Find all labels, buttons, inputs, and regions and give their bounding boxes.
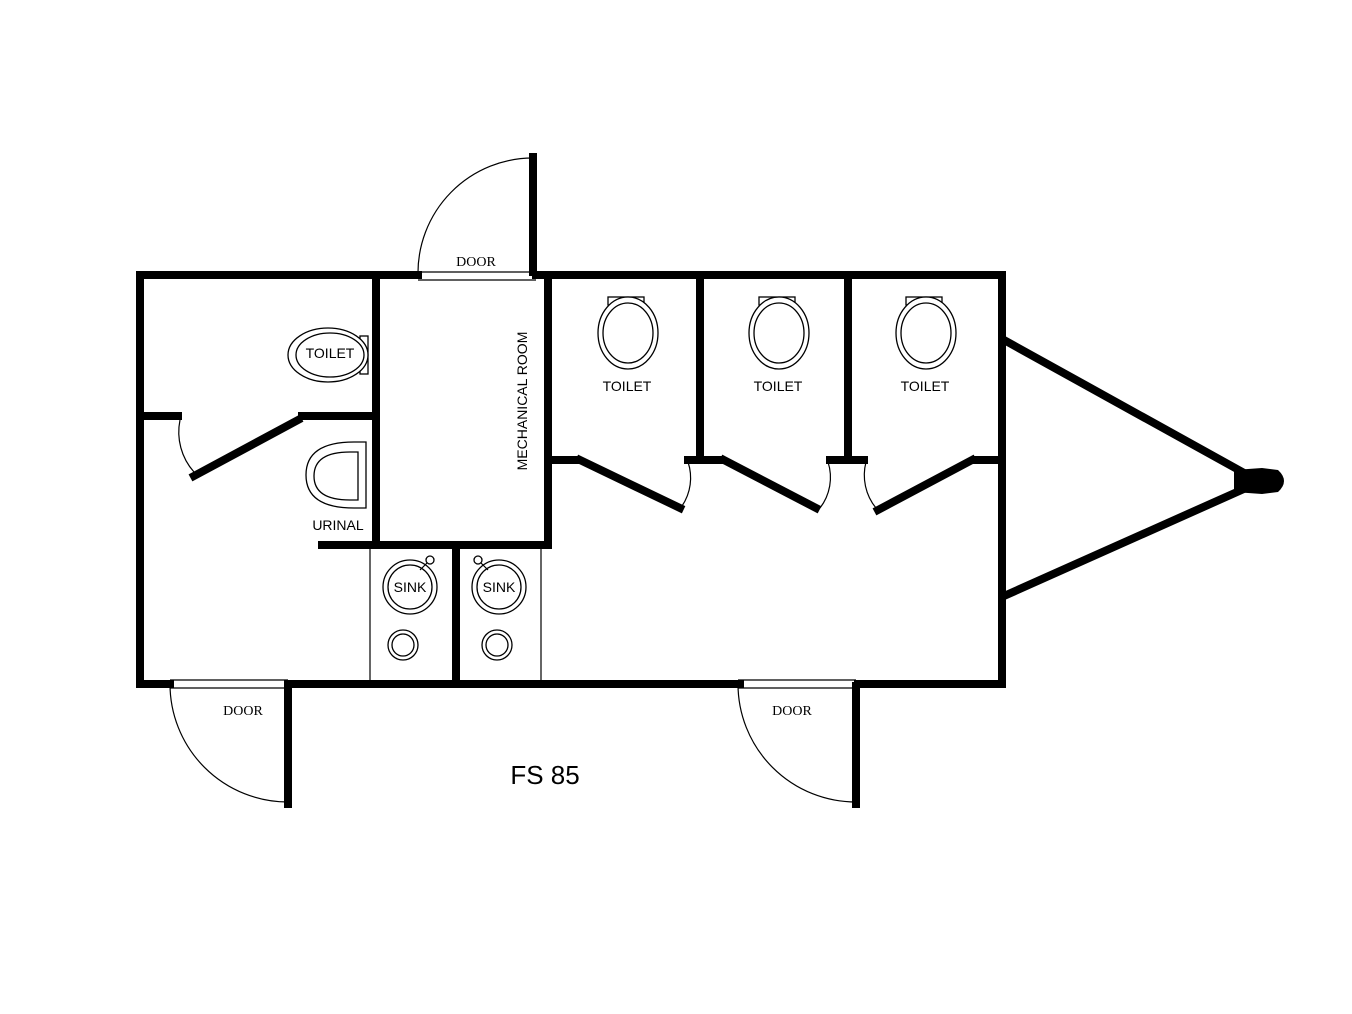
- sink-icon: [471, 555, 527, 661]
- stall-1-door[interactable]: [574, 454, 692, 514]
- sink-counter: [369, 549, 542, 680]
- sink-icon: [382, 555, 438, 661]
- hitch-coupler: [1234, 468, 1284, 494]
- toilet-label-stall-3: TOILET: [901, 378, 950, 394]
- toilet-room-door[interactable]: [178, 414, 304, 482]
- model-title: FS 85: [510, 760, 579, 790]
- urinal-label: URINAL: [312, 517, 364, 533]
- stall-3-door[interactable]: [863, 454, 978, 516]
- trailer-hitch: [998, 334, 1284, 602]
- bottom-right-door-label: DOOR: [772, 704, 812, 719]
- toilet-label-stall-2: TOILET: [754, 378, 803, 394]
- mechanical-room-label: MECHANICAL ROOM: [514, 332, 530, 471]
- toilet-icon: [895, 296, 957, 370]
- toilet-icon: [748, 296, 810, 370]
- top-door[interactable]: [417, 153, 537, 281]
- sink-label-right: SINK: [483, 579, 516, 595]
- toilet-label-stall-1: TOILET: [603, 378, 652, 394]
- bottom-right-door[interactable]: [737, 679, 860, 808]
- toilet-icon: [287, 327, 369, 383]
- bottom-left-door-label: DOOR: [223, 704, 263, 719]
- bottom-left-door[interactable]: [169, 679, 292, 808]
- toilet-label-private: TOILET: [306, 345, 355, 361]
- stall-2-door[interactable]: [718, 454, 832, 514]
- toilet-icon: [597, 296, 659, 370]
- top-door-label: DOOR: [456, 255, 496, 270]
- sink-label-left: SINK: [394, 579, 427, 595]
- outer-walls: [136, 271, 1006, 688]
- interior-walls: [141, 276, 1002, 684]
- urinal-icon: [305, 441, 367, 509]
